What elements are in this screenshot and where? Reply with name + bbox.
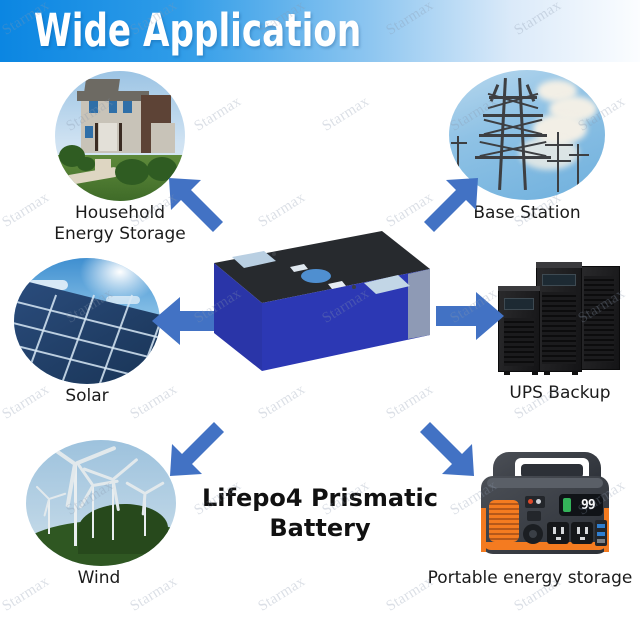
solar-image [14, 258, 160, 384]
watermark-text: Starmax [255, 189, 309, 231]
watermark-text: Starmax [319, 93, 373, 135]
arrow-right-ups [436, 292, 504, 340]
pps-display-value: 99 [581, 498, 596, 513]
header-banner: Wide Application [0, 0, 640, 62]
arrow-down-right-portable [420, 422, 474, 476]
prismatic-battery-image [214, 231, 430, 371]
product-name: Lifepo4 Prismatic Battery [201, 484, 439, 542]
arrow-up-right-base-station [424, 178, 478, 232]
arrow-up-left-household [169, 178, 223, 232]
ups-backup-image [492, 258, 628, 378]
portable-energy-storage-label: Portable energy storage [427, 568, 633, 588]
watermark-text: Starmax [191, 93, 245, 135]
household-energy-storage-label: Household Energy Storage [54, 203, 186, 244]
arrow-left-solar [152, 297, 220, 345]
watermark-text: Starmax [255, 381, 309, 423]
solar-label: Solar [65, 386, 109, 406]
base-station-label: Base Station [473, 203, 581, 223]
portable-energy-storage-image: 99 [463, 448, 623, 568]
ups-backup-label: UPS Backup [509, 383, 611, 403]
wind-label: Wind [77, 568, 121, 588]
arrow-down-left-wind [170, 422, 224, 476]
wind-image [26, 440, 176, 566]
household-energy-storage-image [55, 71, 185, 201]
watermark-text: Starmax [255, 573, 309, 615]
page-title: Wide Application [34, 4, 362, 57]
